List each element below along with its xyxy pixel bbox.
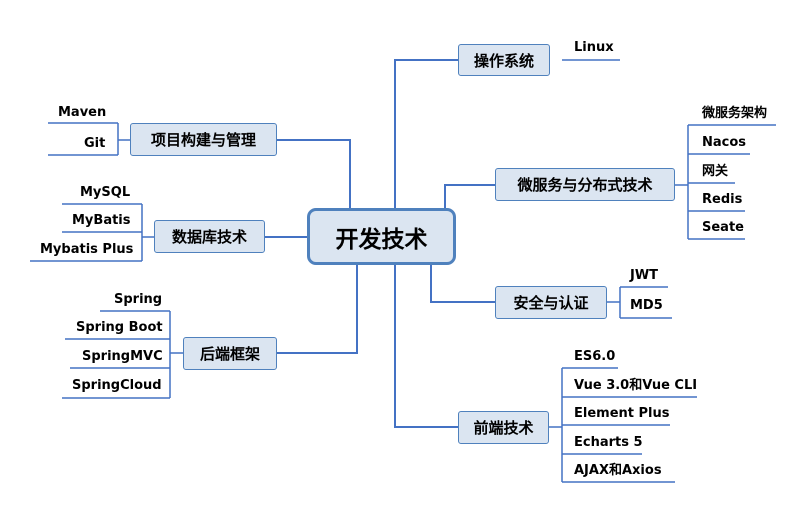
branch-security: 安全与认证 (495, 286, 607, 319)
leaf-jwt: JWT (630, 268, 659, 283)
leaf-vue: Vue 3.0和Vue CLI (574, 378, 698, 393)
leaf-springmvc: SpringMVC (82, 349, 163, 364)
bracket-security (607, 286, 672, 319)
leaf-es6: ES6.0 (574, 349, 616, 364)
connector-security (430, 265, 495, 303)
leaf-ajax-axios: AJAX和Axios (574, 463, 662, 478)
leaf-echarts: Echarts 5 (574, 435, 643, 450)
leaf-mysql: MySQL (80, 185, 131, 200)
leaf-md5: MD5 (630, 298, 663, 313)
root-node: 开发技术 (307, 208, 456, 265)
connector-build (277, 139, 351, 208)
bracket-backend (62, 310, 183, 399)
bracket-db (30, 203, 154, 262)
leaf-spring-boot: Spring Boot (76, 320, 163, 335)
connector-os (394, 59, 458, 208)
leaf-gateway: 网关 (702, 164, 729, 179)
leaf-element-plus: Element Plus (574, 406, 670, 421)
leaf-linux: Linux (574, 40, 614, 55)
branch-frontend: 前端技术 (458, 411, 549, 444)
branch-micro: 微服务与分布式技术 (495, 168, 675, 201)
bracket-frontend (549, 367, 697, 483)
connector-micro (444, 184, 495, 208)
leaf-maven: Maven (58, 105, 107, 120)
bracket-build (48, 122, 130, 156)
leaf-seate: Seate (702, 220, 744, 235)
leaf-nacos: Nacos (702, 135, 747, 150)
leaf-mybatis: MyBatis (72, 213, 131, 228)
branch-db: 数据库技术 (154, 220, 265, 253)
leaf-microservice-arch: 微服务架构 (702, 106, 768, 121)
leaf-redis: Redis (702, 192, 743, 207)
leaf-git: Git (84, 136, 106, 151)
connector-frontend (394, 265, 458, 428)
branch-backend: 后端框架 (183, 337, 277, 370)
connector-backend (277, 265, 358, 354)
leaf-springcloud: SpringCloud (72, 378, 162, 393)
branch-build: 项目构建与管理 (130, 123, 277, 156)
branch-os: 操作系统 (458, 44, 550, 76)
leaf-mybatis-plus: Mybatis Plus (40, 242, 134, 257)
leaf-spring: Spring (114, 292, 163, 307)
bracket-micro (675, 124, 776, 240)
